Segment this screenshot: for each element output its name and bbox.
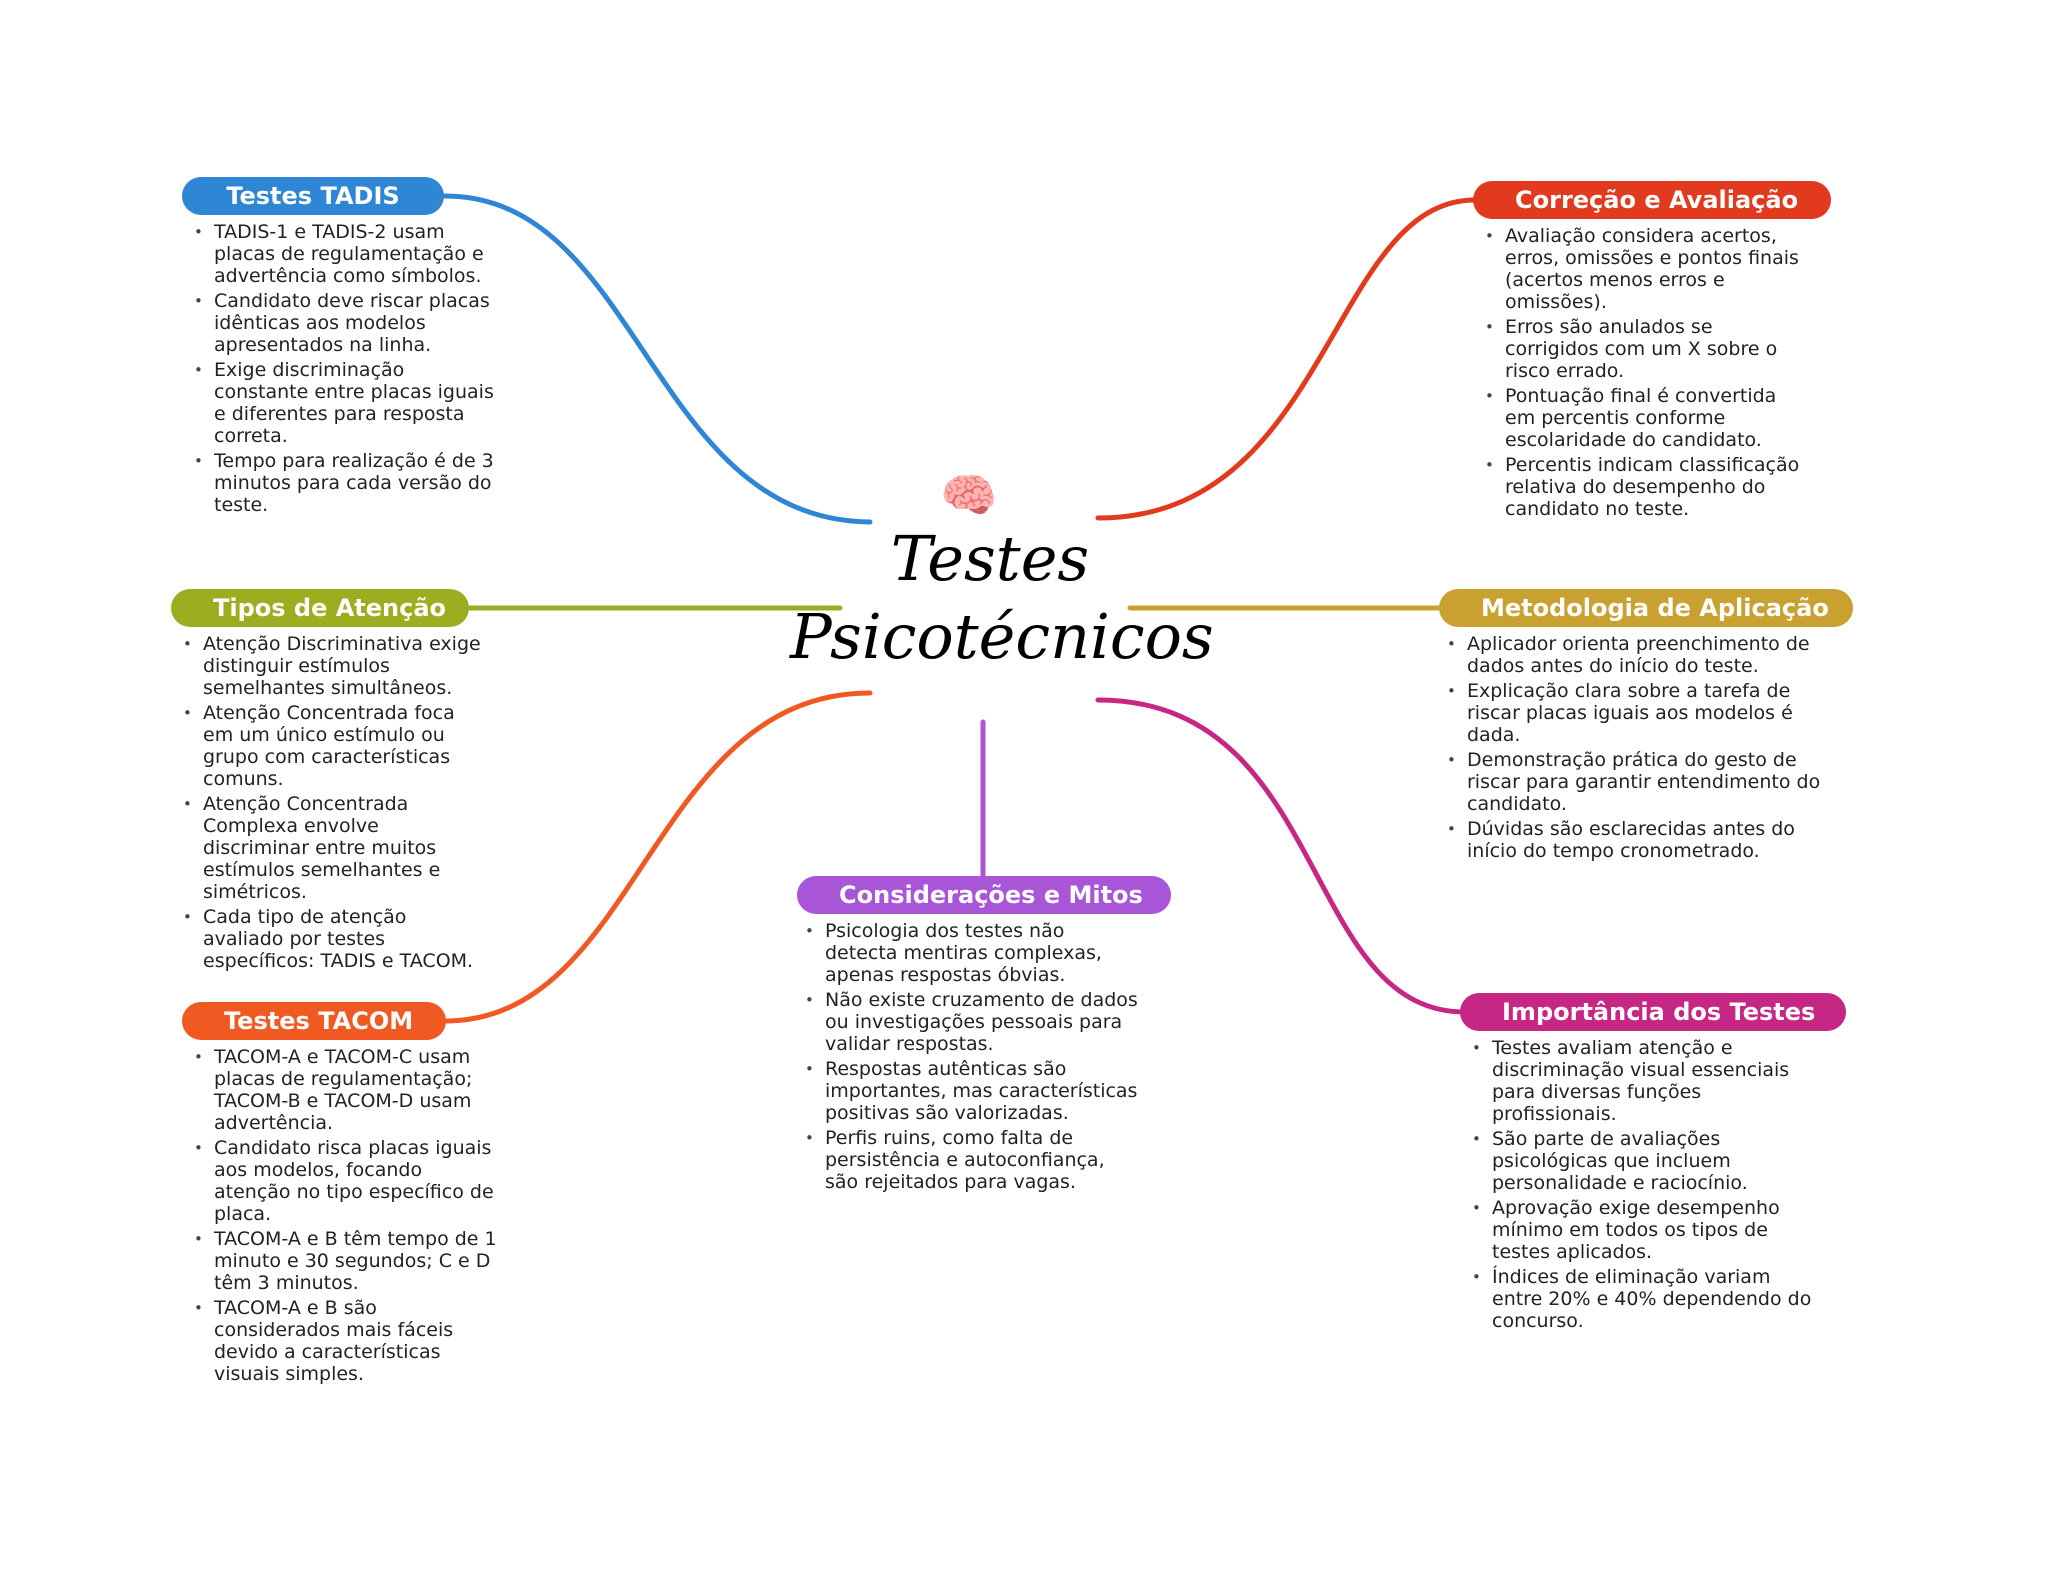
list-item: Atenção Discriminativa exige distinguir … [179,633,489,699]
list-item: Cada tipo de atenção avaliado por testes… [179,906,489,972]
list-item: Atenção Concentrada foca em um único est… [179,702,489,790]
connector-correcao [1095,197,1478,521]
branch-metodologia-aplicacao: Metodologia de Aplicação Aplicador orien… [1439,589,1859,865]
list-item: Demonstração prática do gesto de riscar … [1443,749,1823,815]
list-item: TADIS-1 e TADIS-2 usam placas de regulam… [190,221,500,287]
list-item: Percentis indicam classificação relativa… [1481,454,1811,520]
branch-testes-tacom: Testes TACOM TACOM-A e TACOM-C usam plac… [182,1002,502,1388]
list-item: Erros são anulados se corrigidos com um … [1481,316,1811,382]
branch-label-tadis: Testes TADIS [182,177,444,215]
list-item: Atenção Concentrada Complexa envolve dis… [179,793,489,903]
list-item: TACOM-A e TACOM-C usam placas de regulam… [190,1046,500,1134]
central-title: Testes Psicotécnicos [790,520,1214,676]
branch-list-importancia: Testes avaliam atenção e discriminação v… [1468,1037,1818,1332]
branch-label-importancia: Importância dos Testes [1460,993,1846,1031]
branch-label-tacom: Testes TACOM [182,1002,446,1040]
list-item: Explicação clara sobre a tarefa de risca… [1443,680,1823,746]
branch-correcao-avaliacao: Correção e Avaliação Avaliação considera… [1473,181,1843,523]
branch-label-metodologia: Metodologia de Aplicação [1439,589,1853,627]
list-item: Tempo para realização é de 3 minutos par… [190,450,500,516]
list-item: Não existe cruzamento de dados ou invest… [801,989,1141,1055]
list-item: Candidato risca placas iguais aos modelo… [190,1137,500,1225]
list-item: Índices de eliminação variam entre 20% e… [1468,1266,1818,1332]
branch-list-mitos: Psicologia dos testes não detecta mentir… [801,920,1141,1193]
list-item: Exige discriminação constante entre plac… [190,359,500,447]
list-item: Avaliação considera acertos, erros, omis… [1481,225,1811,313]
list-item: TACOM-A e B são considerados mais fáceis… [190,1297,500,1385]
branch-testes-tadis: Testes TADIS TADIS-1 e TADIS-2 usam plac… [182,177,502,519]
brain-icon: 🧠 [940,468,998,522]
list-item: Pontuação final é convertida em percenti… [1481,385,1811,451]
branch-list-metodologia: Aplicador orienta preenchimento de dados… [1443,633,1823,862]
connector-importancia [1095,697,1468,1015]
connector-tacom [442,690,873,1024]
list-item: São parte de avaliações psicológicas que… [1468,1128,1818,1194]
list-item: Testes avaliam atenção e discriminação v… [1468,1037,1818,1125]
list-item: Dúvidas são esclarecidas antes do início… [1443,818,1823,862]
branch-label-mitos: Considerações e Mitos [797,876,1171,914]
branch-consideracoes-mitos: Considerações e Mitos Psicologia dos tes… [797,876,1177,1196]
list-item: Perfis ruins, como falta de persistência… [801,1127,1141,1193]
connector-tadis [442,193,873,525]
title-line-2: Psicotécnicos [790,600,1214,673]
branch-tipos-atencao: Tipos de Atenção Atenção Discriminativa … [171,589,491,975]
list-item: Psicologia dos testes não detecta mentir… [801,920,1141,986]
title-line-1: Testes [890,522,1090,595]
list-item: Respostas autênticas são importantes, ma… [801,1058,1141,1124]
list-item: Aprovação exige desempenho mínimo em tod… [1468,1197,1818,1263]
branch-importancia-testes: Importância dos Testes Testes avaliam at… [1460,993,1850,1335]
list-item: TACOM-A e B têm tempo de 1 minuto e 30 s… [190,1228,500,1294]
branch-list-atencao: Atenção Discriminativa exige distinguir … [179,633,489,972]
branch-label-atencao: Tipos de Atenção [171,589,469,627]
branch-label-correcao: Correção e Avaliação [1473,181,1831,219]
branch-list-tacom: TACOM-A e TACOM-C usam placas de regulam… [190,1046,500,1385]
branch-list-correcao: Avaliação considera acertos, erros, omis… [1481,225,1811,520]
list-item: Aplicador orienta preenchimento de dados… [1443,633,1823,677]
branch-list-tadis: TADIS-1 e TADIS-2 usam placas de regulam… [190,221,500,516]
list-item: Candidato deve riscar placas idênticas a… [190,290,500,356]
